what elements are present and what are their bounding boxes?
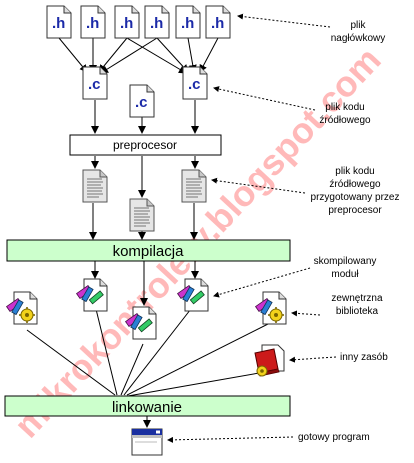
annotation-other-resource: inny zasób	[340, 352, 388, 363]
annotation-line: plik kodu	[335, 166, 374, 177]
source-file-3: .c	[182, 66, 208, 100]
header-file-ext: .h	[86, 15, 99, 32]
header-to-source-arrows	[26, 37, 273, 428]
preprocessed-file-1	[82, 169, 108, 203]
annotation-line: nagłówkowy	[331, 33, 385, 44]
header-file-ext: .h	[211, 15, 224, 32]
annotation-line: plik	[350, 20, 366, 31]
source-file-ext: .c	[135, 94, 148, 111]
source-file-ext: .c	[188, 76, 201, 93]
header-file-6: .h	[205, 5, 231, 39]
compile-stage: kompilacja	[6, 239, 291, 262]
annotation-line: zewnętrzna	[331, 293, 383, 304]
header-file-4: .h	[144, 5, 170, 39]
resource-icon	[254, 344, 285, 377]
annotation-line: przygotowany przez	[311, 192, 400, 203]
preprocessor-stage: preprocesor	[69, 134, 222, 156]
annotation-compiled-module: skompilowany moduł	[314, 256, 377, 280]
annotation-external-library: zewnętrzna biblioteka	[331, 293, 383, 317]
annotation-line: biblioteka	[336, 306, 379, 317]
header-file-5: .h	[175, 5, 201, 39]
annotation-line: preprocesor	[328, 205, 382, 216]
annotation-source-file: plik kodu źródłowego	[319, 102, 371, 126]
preprocessed-file-3	[181, 169, 207, 203]
header-file-ext: .h	[181, 15, 194, 32]
header-file-ext: .h	[52, 15, 65, 32]
annotation-ready-program: gotowy program	[298, 432, 370, 443]
annotation-preprocessed-file: plik kodu źródłowego przygotowany przez …	[311, 166, 400, 216]
preprocessed-file-2	[129, 198, 155, 232]
source-file-2: .c	[129, 84, 155, 118]
link-stage: linkowanie	[4, 395, 291, 417]
annotation-line: skompilowany	[314, 256, 377, 267]
header-file-1: .h	[46, 5, 72, 39]
preprocessor-label: preprocesor	[113, 138, 177, 152]
header-file-2: .h	[80, 5, 106, 39]
compile-label: kompilacja	[113, 243, 185, 260]
window-icon	[131, 428, 163, 456]
compiled-module-1	[76, 278, 108, 312]
header-file-ext: .h	[120, 15, 133, 32]
link-label: linkowanie	[112, 399, 182, 416]
annotation-line: źródłowego	[329, 179, 381, 190]
source-file-1: .c	[82, 66, 108, 100]
annotation-line: plik kodu	[325, 102, 364, 113]
annotation-header-file: plik nagłówkowy	[331, 20, 385, 44]
source-file-ext: .c	[88, 76, 101, 93]
header-file-3: .h	[114, 5, 140, 39]
external-library-icon	[254, 291, 287, 325]
library-icon	[5, 291, 38, 325]
annotation-line: źródłowego	[319, 115, 371, 126]
header-file-ext: .h	[150, 15, 163, 32]
annotation-arrows	[167, 13, 337, 443]
annotation-line: moduł	[331, 269, 359, 280]
